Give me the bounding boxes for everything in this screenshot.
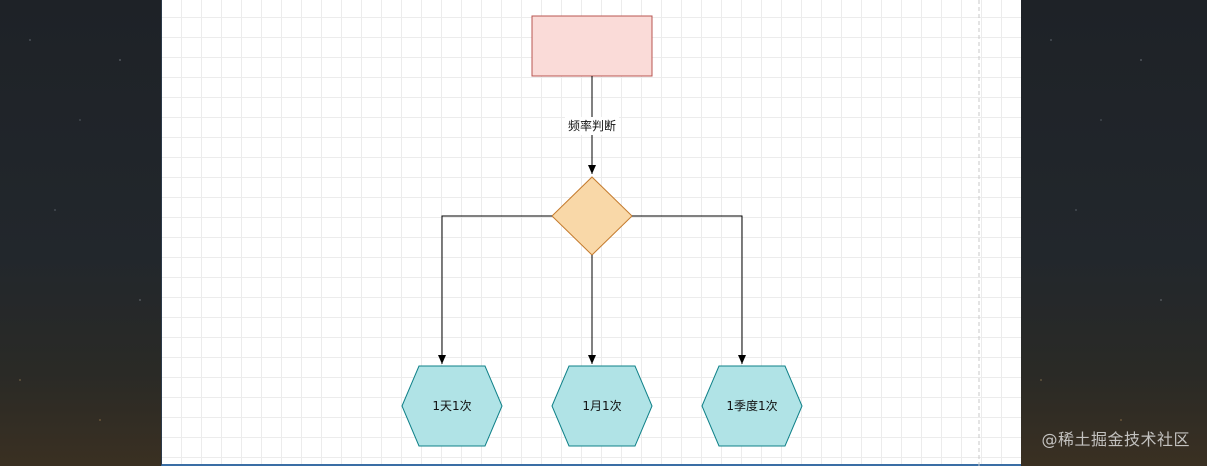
edge-decision-to-daily [442, 216, 552, 364]
outcome-node-monthly[interactable]: 1月1次 [552, 366, 652, 446]
diagram-canvas[interactable]: 频率判断 1天1次 1月1次 1季度1次 [161, 0, 1021, 466]
outcome-label-quarterly: 1季度1次 [726, 398, 777, 413]
outcome-label-daily: 1天1次 [432, 399, 471, 413]
decision-node[interactable] [552, 177, 632, 255]
outcome-node-quarterly[interactable]: 1季度1次 [702, 366, 802, 446]
outcome-label-monthly: 1月1次 [582, 399, 621, 413]
start-node[interactable] [532, 16, 652, 76]
watermark-text: @稀土掘金技术社区 [1041, 426, 1190, 450]
edge-decision-to-quarterly [632, 216, 742, 364]
outcome-node-daily[interactable]: 1天1次 [402, 366, 502, 446]
flowchart-svg: 频率判断 1天1次 1月1次 1季度1次 [162, 0, 1022, 466]
background-right [1021, 0, 1207, 466]
edge-label-frequency: 频率判断 [568, 118, 616, 133]
background-left [0, 0, 161, 466]
